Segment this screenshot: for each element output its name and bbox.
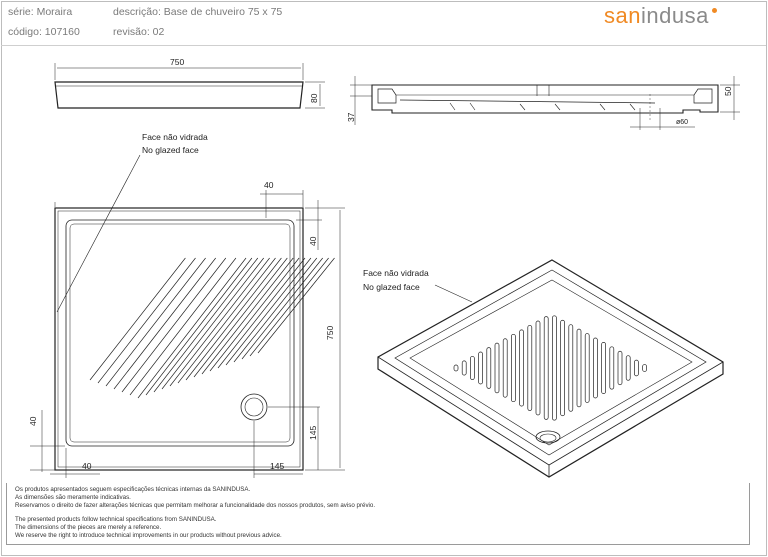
note-plan-en: No glazed face (142, 145, 199, 155)
note-iso-en: No glazed face (363, 282, 420, 292)
dim-section-50: 50 (723, 86, 733, 96)
drain-groove (209, 257, 300, 372)
drain-groove (137, 257, 247, 399)
drain-groove (129, 257, 237, 396)
drain-groove (552, 315, 557, 421)
drain-groove (494, 342, 500, 394)
dim-plan-rim-left: 40 (28, 416, 38, 426)
dim-plan-drain-x: 145 (270, 461, 285, 471)
plan-view (30, 154, 345, 478)
dim-section-37: 37 (346, 112, 356, 122)
drain-groove (113, 257, 216, 390)
dim-plan-drain-y: 145 (308, 425, 318, 440)
disclaimer-pt-3: Reservamos o direito de fazer alterações… (15, 502, 376, 509)
drain-groove (584, 333, 590, 403)
drain-groove (249, 257, 329, 357)
drain-groove (511, 333, 516, 403)
disclaimer-en-3: We reserve the right to introduce techni… (15, 532, 282, 539)
side-elevation (54, 63, 325, 109)
drain-groove (453, 364, 459, 372)
disclaimer-en-2: The dimensions of the pieces are merely … (15, 524, 162, 531)
dim-elevation-width: 750 (170, 57, 185, 67)
disclaimer-box: Os produtos apresentados seguem especifi… (6, 483, 750, 545)
drain-groove (642, 364, 647, 372)
drain-groove (576, 328, 582, 408)
sanindusa-logo: sanindusa (604, 3, 717, 29)
header-divider (1, 45, 766, 46)
drain-groove (217, 257, 306, 369)
drain-groove (121, 257, 227, 393)
drain-groove (241, 257, 323, 360)
disclaimer-en-1: The presented products follow technical … (15, 516, 217, 523)
dim-drain-diameter: ø60 (676, 119, 689, 126)
drain-groove (560, 319, 565, 417)
dim-plan-rim-bottom: 40 (82, 461, 92, 471)
dim-plan-rim-top: 40 (264, 180, 274, 190)
drain-groove (625, 355, 631, 381)
drain-groove (97, 257, 196, 384)
drain-groove (153, 257, 259, 393)
drain-groove (145, 257, 253, 396)
code-label: código: 107160 (8, 26, 80, 38)
drain-groove (527, 325, 533, 411)
drain-groove (535, 320, 541, 416)
drain-groove (543, 316, 549, 420)
drain-groove (161, 257, 264, 390)
drain-groove (89, 257, 186, 381)
drain-groove (609, 346, 615, 390)
drain-groove (601, 342, 606, 394)
drain-groove (169, 257, 270, 387)
drain-groove (502, 338, 508, 398)
drain-groove (568, 324, 574, 412)
drain-groove (193, 257, 288, 378)
dim-plan-rim-right: 40 (308, 236, 318, 246)
drain-groove (177, 257, 276, 384)
disclaimer-pt-1: Os produtos apresentados seguem especifi… (15, 486, 251, 493)
drain-groove (593, 337, 598, 399)
drain-groove (617, 350, 623, 386)
dim-elevation-height: 80 (309, 93, 319, 103)
note-plan-pt: Face não vidrada (142, 132, 208, 142)
drain-groove (185, 257, 282, 381)
drain-groove (519, 329, 524, 407)
description-label: descrição: Base de chuveiro 75 x 75 (113, 6, 283, 18)
disclaimer-pt-2: As dimensões são meramente indicativas. (15, 494, 131, 501)
drain-groove (257, 257, 335, 354)
cross-section (350, 76, 740, 130)
drain-groove (461, 360, 467, 376)
drain-groove (201, 257, 294, 375)
drain-groove (470, 356, 475, 380)
isometric-view (377, 259, 724, 478)
note-iso-pt: Face não vidrada (363, 268, 429, 278)
drain-groove (634, 359, 639, 377)
drain-groove (225, 257, 312, 366)
drain-groove (478, 351, 483, 385)
drain-groove (105, 257, 206, 387)
serie-label: série: Moraira (8, 6, 73, 18)
revision-label: revisão: 02 (113, 26, 165, 38)
dim-plan-size: 750 (325, 325, 335, 340)
drain-groove (233, 257, 318, 363)
drain-groove (486, 347, 492, 389)
